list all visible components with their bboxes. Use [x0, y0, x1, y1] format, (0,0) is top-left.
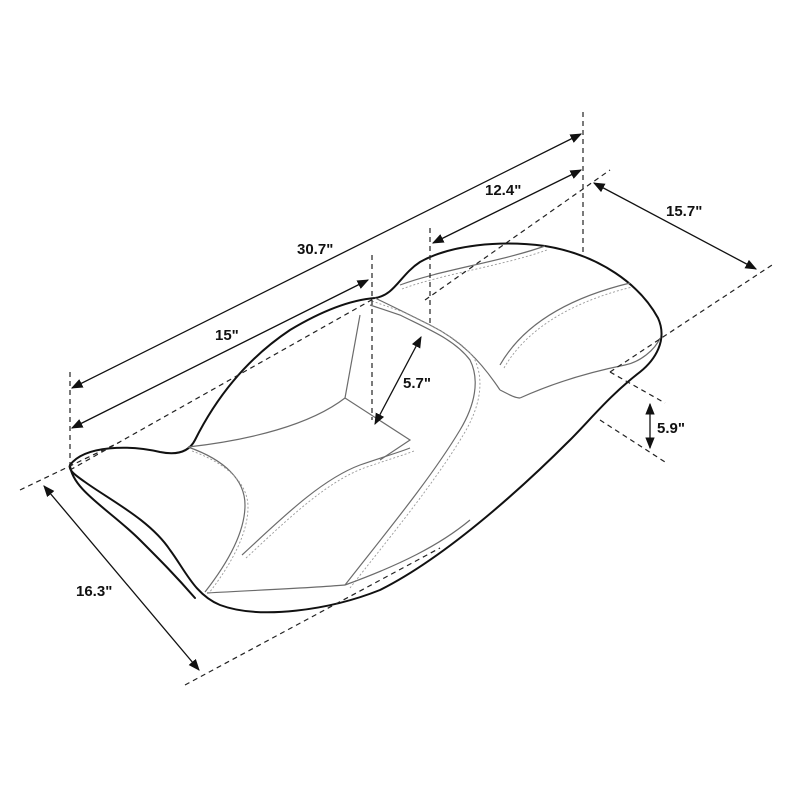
seat-illustration	[68, 242, 663, 614]
passenger-width-label: 15.7"	[666, 203, 702, 220]
overall-length-arrow	[70, 133, 583, 389]
passenger-front-seam	[399, 245, 546, 286]
rider-seat-back-seam	[374, 297, 501, 391]
rider-seat-bottom-seam	[206, 584, 346, 594]
rider-seat-left-seam	[187, 397, 346, 448]
rider-seat-front-seam	[187, 446, 246, 593]
passenger-lower-seam	[519, 337, 661, 399]
rider-seat-center-stitch	[245, 450, 415, 559]
seat-outline	[68, 242, 663, 614]
passenger-length-label: 12.4"	[485, 182, 521, 199]
passenger-width-arrow	[592, 182, 758, 270]
rider-depth-arrow	[374, 335, 422, 426]
overall-length-label: 30.7"	[297, 241, 333, 258]
passenger-waist-seam	[499, 389, 521, 399]
extension-lines	[19, 112, 773, 686]
rider-seat-pocket-seam	[344, 314, 412, 461]
rider-width-arrow	[43, 485, 200, 671]
side-skirt-seam	[344, 519, 471, 586]
dimension-labels: 30.7" 15" 12.4" 15.7" 16.3" 5.7" 5.9"	[76, 182, 702, 600]
rider-width-label: 16.3"	[76, 583, 112, 600]
passenger-side-seam	[499, 282, 631, 366]
rider-length-arrow	[70, 279, 370, 429]
passenger-front-stitch	[401, 249, 548, 290]
dimension-arrows	[43, 133, 758, 671]
rider-seat-right-seam	[344, 304, 476, 586]
rider-length-label: 15"	[215, 327, 239, 344]
passenger-length-arrow	[431, 169, 583, 244]
rider-depth-label: 5.7"	[403, 375, 431, 392]
rider-seat-center-seam	[241, 447, 411, 556]
passenger-height-label: 5.9"	[657, 420, 685, 437]
rider-seat-front-stitch	[191, 450, 249, 594]
passenger-side-stitch	[503, 286, 633, 369]
